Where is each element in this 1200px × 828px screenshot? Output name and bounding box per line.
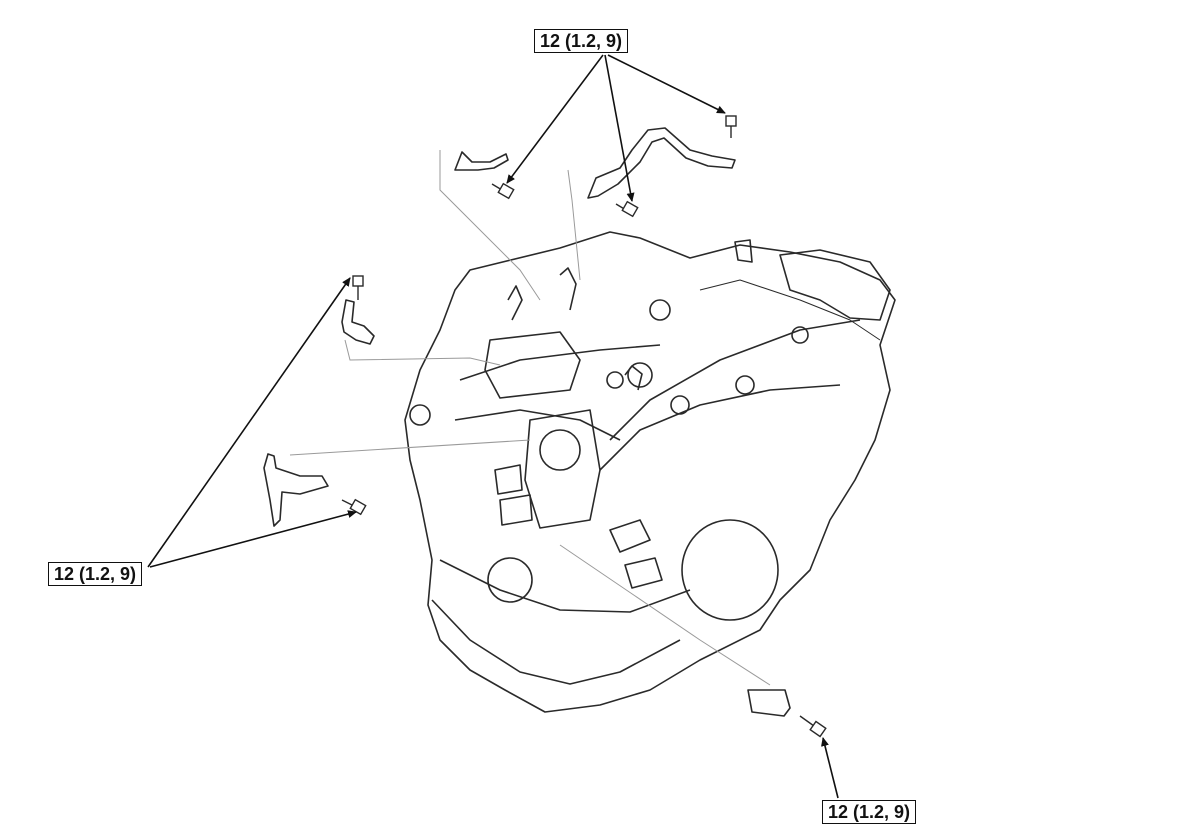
bolt-top-left [491,182,515,200]
case-rib-4 [454,409,621,441]
boss-1 [539,429,581,471]
boss-9 [606,371,624,389]
brackets [263,127,791,717]
sensor-connector-1 [609,519,651,553]
transmission-housing [404,231,896,713]
torque-callout-left: 12 (1.2, 9) [48,562,143,586]
sensor-connector-4 [499,494,533,526]
boss-4 [649,299,671,321]
torque-converter-opening [681,519,779,621]
boss-2 [487,557,533,603]
bracket-top-left [454,151,509,171]
case-rib-1 [609,319,861,441]
arrow-top-to-bolt-top-left [506,54,604,184]
arrow-bottom-to-bolt-bottom [821,737,839,799]
case-rib-2 [599,384,841,471]
leader-bottom [559,544,771,686]
boss-7 [409,404,431,426]
leader-left-upper [344,339,501,366]
valve-body-block [484,331,581,399]
boss-6 [791,326,809,344]
arrow-top-to-bolt-top-center [604,54,635,202]
boss-5 [735,375,755,395]
bracket-top-center [587,127,736,199]
arrow-left-to-bolt-left-lower [149,510,357,568]
torque-callout-bottom: 12 (1.2, 9) [822,800,917,824]
wire-clip-1 [507,285,523,321]
housing-outline [404,231,896,713]
sensor-connector-2 [624,557,663,589]
leader-top-left [439,150,541,301]
boss-8 [670,395,690,415]
wire-clip-3 [624,365,643,391]
bolts [341,115,827,738]
bracket-left-upper [341,299,375,345]
breather-top [734,239,753,263]
arrow-left-to-bolt-left-upper [147,277,351,568]
bolt-top-right [725,115,737,138]
torque-callout-top: 12 (1.2, 9) [534,29,629,53]
bracket-bottom [747,689,791,717]
side-cover [524,409,601,529]
bracket-left-lower [263,453,329,527]
bolt-left-upper [352,275,364,300]
pan-edge [439,559,691,613]
leader-left-lower [289,439,531,456]
wire-clip-2 [559,267,577,311]
arrow-top-to-bolt-top-right [607,54,726,114]
leader-top-center [567,169,581,281]
dipstick-housing [779,249,891,321]
bolt-bottom [799,715,827,738]
case-rib-3 [459,344,661,381]
sensor-connector-3 [494,464,523,495]
bell-housing-bottom [431,599,681,685]
leader-lines [289,150,771,686]
callout-arrows [147,54,839,799]
harness-line [699,279,881,341]
boss-3 [627,362,653,388]
bolt-top-center [615,200,639,218]
